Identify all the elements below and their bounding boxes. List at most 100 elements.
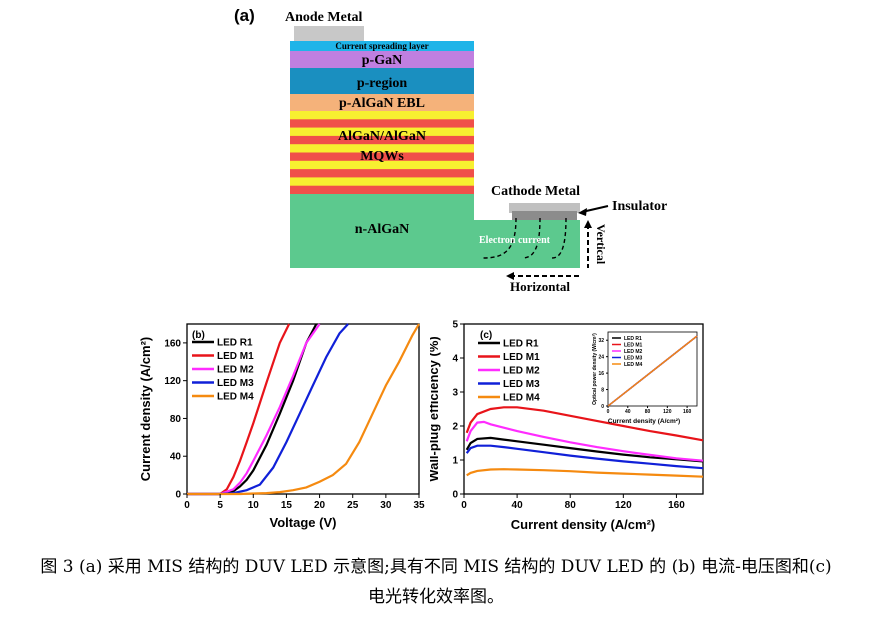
x-tick-label: 160 <box>668 500 685 511</box>
y-tick-label: 40 <box>170 452 182 463</box>
panel-c-label: (c) <box>480 330 492 341</box>
series-line-led-m2 <box>465 420 704 462</box>
insulator-block <box>509 203 580 213</box>
pgan-label: p-GaN <box>362 53 402 68</box>
x-tick-label: 0 <box>461 500 467 511</box>
x-tick-label: 15 <box>281 500 293 511</box>
series-line-led-m2 <box>187 323 321 496</box>
cathode-metal-block <box>512 211 577 220</box>
x-tick-label: 0 <box>184 500 190 511</box>
x-tick-label: 30 <box>380 500 392 511</box>
legend-label: LED M1 <box>503 352 540 363</box>
y-tick-label: 5 <box>452 320 458 331</box>
inset-y-axis-title: Optical power density (W/cm²) <box>592 333 598 405</box>
electron-current-arrows <box>482 217 567 259</box>
x-tick-label: 80 <box>645 409 651 415</box>
y-tick-label: 8 <box>601 387 604 393</box>
x-tick-label: 120 <box>615 500 632 511</box>
jv-x-axis-title: Voltage (V) <box>270 515 337 530</box>
insulator-label: Insulator <box>612 199 667 214</box>
p-region-layer <box>290 68 474 94</box>
x-tick-label: 5 <box>217 500 223 511</box>
series-line-led-r1 <box>465 436 704 463</box>
x-tick-label: 160 <box>683 409 692 415</box>
n-algan-layer <box>290 194 580 268</box>
y-tick-label: 16 <box>598 371 604 377</box>
y-tick-label: 4 <box>452 354 458 365</box>
y-tick-label: 3 <box>452 388 458 399</box>
x-tick-label: 35 <box>413 500 425 511</box>
series-line-led-m3 <box>465 444 704 470</box>
x-tick-label: 40 <box>625 409 631 415</box>
insulator-arrowhead <box>578 208 587 216</box>
series-line-led-m1 <box>465 406 704 442</box>
series-line-led-m4 <box>607 335 698 407</box>
y-tick-label: 24 <box>598 354 604 360</box>
y-tick-label: 80 <box>170 414 182 425</box>
legend-label: LED R1 <box>624 336 642 342</box>
y-tick-label: 2 <box>452 422 458 433</box>
y-tick-label: 32 <box>598 338 604 344</box>
pgan-layer <box>290 51 474 68</box>
x-tick-label: 80 <box>565 500 577 511</box>
mqw-stripe <box>290 177 474 186</box>
x-tick-label: 0 <box>607 409 610 415</box>
led-structure-schematic: (a) Anode Metal Current spreading layer … <box>234 6 667 294</box>
mqw-stripe <box>290 111 474 120</box>
jv-y-axis: 0 40 80 120 160 <box>164 338 187 501</box>
legend-label: LED M1 <box>624 342 643 348</box>
wpe-y-axis-title: Wall-plug efficiency (%) <box>430 336 441 481</box>
mqw-stripe <box>290 135 474 145</box>
legend-label: LED M2 <box>503 366 540 377</box>
jv-legend: LED R1 LED M1 LED M2 LED M3 LED M4 <box>192 338 254 403</box>
y-tick-label: 0 <box>452 490 458 501</box>
mqw-stripe <box>290 160 474 170</box>
figure-caption-line1: 图 3 (a) 采用 MIS 结构的 DUV LED 示意图;具有不同 MIS … <box>40 557 832 577</box>
legend-label: LED M3 <box>217 378 254 389</box>
wpe-plot-frame <box>463 323 704 495</box>
vertical-label: Vertical <box>594 224 608 265</box>
figure-caption-line2: 电光转化效率图。 <box>368 587 504 607</box>
n-algan-label: n-AlGaN <box>355 222 409 237</box>
y-tick-label: 1 <box>452 456 458 467</box>
x-tick-label: 40 <box>512 500 524 511</box>
ebl-label: p-AlGaN EBL <box>339 96 425 111</box>
mqw-stripe <box>290 185 474 195</box>
anode-metal-label: Anode Metal <box>285 10 362 25</box>
series-line-led-m3 <box>187 323 349 496</box>
series-line-led-m4 <box>466 468 704 478</box>
anode-metal-block <box>294 26 364 41</box>
mqw-stripe <box>290 169 474 178</box>
legend-label: LED M4 <box>624 362 643 368</box>
legend-label: LED M2 <box>217 365 254 376</box>
panel-b-label: (b) <box>192 330 205 341</box>
mqw-label-line1: AlGaN/AlGaN <box>338 129 426 144</box>
legend-label: LED R1 <box>217 338 253 349</box>
wpe-series-group <box>465 406 704 478</box>
legend-label: LED M4 <box>217 392 254 403</box>
horizontal-arrowhead <box>506 272 514 280</box>
cathode-metal-label: Cathode Metal <box>491 184 580 199</box>
series-line-led-r1 <box>187 323 318 496</box>
mqw-stripe <box>290 144 474 153</box>
inset-series-group <box>607 335 698 407</box>
y-tick-label: 0 <box>175 490 181 501</box>
jv-plot-frame <box>186 323 420 495</box>
horizontal-label: Horizontal <box>510 279 570 294</box>
y-tick-label: 120 <box>164 376 181 387</box>
p-region-label: p-region <box>357 76 408 91</box>
wpe-y-axis: 0 1 2 3 4 5 <box>452 320 464 501</box>
y-tick-label: 160 <box>164 338 181 349</box>
legend-label: LED M3 <box>503 379 540 390</box>
legend-label: LED M2 <box>624 349 643 355</box>
legend-label: LED R1 <box>503 339 539 350</box>
inset-x-axis-title: Current density (A/cm²) <box>608 418 680 425</box>
legend-label: LED M1 <box>217 351 254 362</box>
panel-a-label: (a) <box>234 6 255 25</box>
